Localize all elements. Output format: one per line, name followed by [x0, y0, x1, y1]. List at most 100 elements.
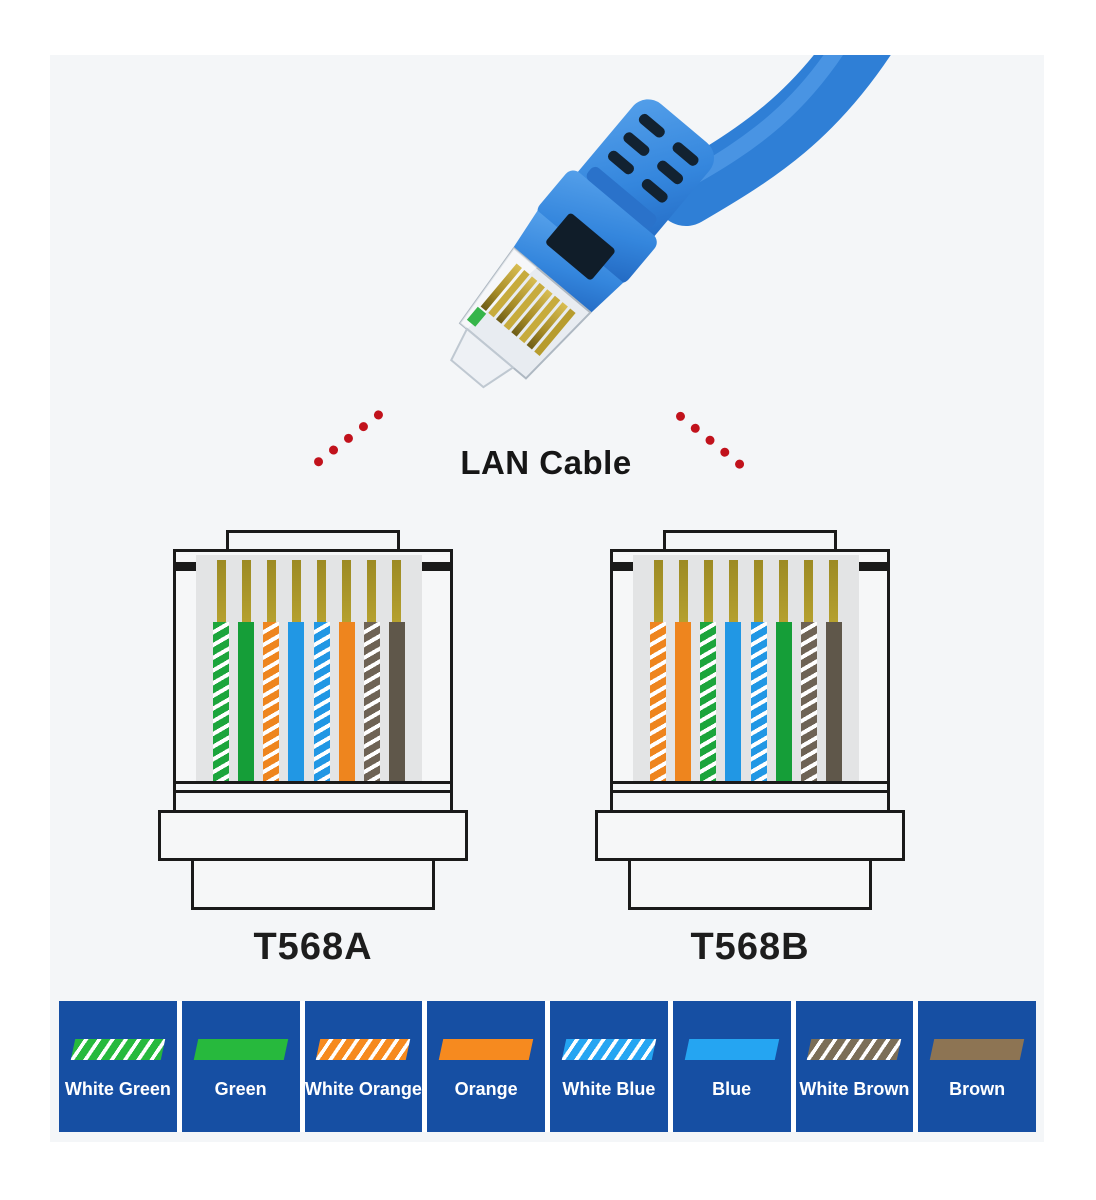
connector-diagram-t568b: T568B: [595, 530, 905, 969]
plug-body: [610, 549, 890, 784]
color-swatch-orange: [438, 1039, 534, 1060]
wire-column-green: [775, 555, 792, 781]
wire-white_green: [700, 622, 717, 781]
wire-blue: [288, 622, 305, 781]
gold-pin-icon: [804, 560, 814, 622]
wire-brown: [825, 622, 842, 781]
boot-vent-slots: [607, 113, 699, 203]
legend-item-white_brown: White Brown: [795, 1001, 914, 1132]
plug-tab: [663, 530, 837, 549]
wire-column-white_brown: [363, 555, 380, 781]
color-swatch-green: [193, 1039, 288, 1060]
legend-label: Brown: [949, 1079, 1006, 1099]
gold-pin-icon: [216, 560, 226, 622]
wire-orange: [675, 622, 692, 781]
legend-item-white_blue: White Blue: [550, 1001, 668, 1132]
wire-column-white_green: [700, 555, 717, 781]
wire-white_brown: [363, 622, 380, 781]
wire-column-white_orange: [650, 555, 666, 781]
gold-pin-icon: [291, 560, 301, 622]
wire-green: [775, 622, 792, 781]
connector-label-t568a: T568A: [253, 926, 373, 968]
plug-boot: [628, 861, 872, 910]
wire-column-white_green: [213, 555, 229, 781]
wire-column-white_blue: [750, 555, 767, 781]
gold-pin-icon: [703, 560, 713, 622]
wire-column-brown: [825, 555, 842, 781]
gold-pin-icon: [728, 560, 738, 622]
gold-contacts: [480, 263, 576, 356]
wire-white_green: [213, 622, 229, 781]
wire-green: [238, 622, 255, 781]
wire-column-white_orange: [263, 555, 280, 781]
color-swatch-brown: [929, 1039, 1025, 1060]
wire-brown: [388, 622, 405, 781]
wire-column-orange: [338, 555, 355, 781]
wire-column-white_blue: [313, 555, 330, 781]
gold-pin-icon: [678, 560, 688, 622]
contact-bar-right: [858, 562, 890, 571]
lan-cable-photo: [449, 55, 891, 389]
latch-icon: [586, 166, 657, 229]
gold-pin-icon: [653, 560, 663, 622]
color-swatch-blue: [684, 1039, 779, 1060]
rj45-plug-icon: [449, 99, 715, 389]
wire-white_orange: [650, 622, 666, 781]
gold-pin-icon: [392, 560, 402, 622]
plug-collar: [158, 810, 468, 861]
plug-neck: [173, 784, 453, 810]
plug-boot: [191, 861, 435, 910]
green-wire-chip: [466, 306, 487, 327]
legend-label: Green: [214, 1079, 267, 1099]
legend-item-blue: Blue: [672, 1001, 791, 1132]
wire-color-legend: White Green Green White Orange Orange White …: [59, 1001, 1036, 1132]
legend-label: Blue: [712, 1079, 752, 1099]
plug-tip: [449, 327, 515, 389]
latch-recess: [546, 213, 615, 280]
wire-column-orange: [675, 555, 692, 781]
color-swatch-white_orange: [316, 1039, 411, 1060]
color-swatch-white_brown: [807, 1039, 902, 1060]
legend-item-white_green: White Green: [59, 1001, 177, 1132]
wire-panel: [196, 555, 422, 781]
gold-pin-icon: [829, 560, 839, 622]
legend-label: White Brown: [799, 1079, 910, 1099]
legend-label: White Blue: [562, 1079, 656, 1099]
gold-pin-icon: [367, 560, 377, 622]
crystal-head: [449, 246, 592, 389]
legend-label: Orange: [454, 1079, 518, 1099]
wire-panel: [633, 555, 859, 781]
legend-item-brown: Brown: [918, 1001, 1036, 1132]
legend-item-orange: Orange: [427, 1001, 545, 1132]
plug-collar: [595, 810, 905, 861]
wire-column-blue: [725, 555, 742, 781]
wire-white_blue: [750, 622, 767, 781]
wire-blue: [725, 622, 742, 781]
contact-bar-left: [173, 562, 203, 571]
gold-pin-icon: [754, 560, 764, 622]
page-title: LAN Cable: [460, 444, 632, 481]
legend-item-green: Green: [181, 1001, 300, 1132]
wire-orange: [338, 622, 355, 781]
contact-bar-left: [610, 562, 640, 571]
wire-column-blue: [288, 555, 305, 781]
color-swatch-white_green: [70, 1039, 166, 1060]
legend-label: White Green: [64, 1079, 171, 1099]
gold-pin-icon: [241, 560, 251, 622]
gold-pin-icon: [342, 560, 352, 622]
legend-item-white_orange: White Orange: [304, 1001, 423, 1132]
connector-diagram-t568a: T568A: [158, 530, 468, 969]
plug-tab: [226, 530, 400, 549]
plug-neck: [610, 784, 890, 810]
legend-label: White Orange: [304, 1079, 422, 1099]
connector-label-t568b: T568B: [690, 926, 810, 968]
cable-run-icon: [655, 55, 891, 226]
plug-body: [173, 549, 453, 784]
gold-pin-icon: [317, 560, 327, 622]
wire-column-brown: [388, 555, 405, 781]
color-swatch-white_blue: [561, 1039, 657, 1060]
wire-column-green: [238, 555, 255, 781]
wire-white_blue: [313, 622, 330, 781]
gold-pin-icon: [779, 560, 789, 622]
